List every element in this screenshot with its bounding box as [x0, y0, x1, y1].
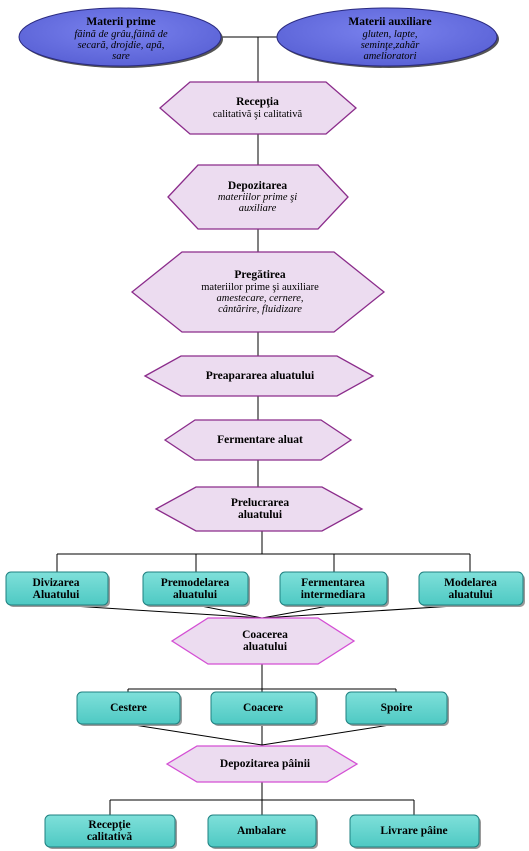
pregatirea-title: Pregătirea [234, 269, 286, 282]
livrare-box [349, 814, 480, 848]
coacerea-line1: Coacerea [242, 628, 288, 641]
prelucrarea-hexagon [154, 486, 364, 532]
connector-branch2-merge-0 [127, 723, 263, 746]
connector-branch2-merge-2 [261, 723, 397, 746]
crestere-label: Cestere [77, 693, 180, 723]
divizarea-line1: Divizarea [32, 576, 80, 589]
crestere-text: Cestere [110, 701, 147, 714]
ambalare-label: Ambalare [208, 816, 315, 846]
livrare-label: Livrare pâine [350, 816, 478, 846]
spoire-box [345, 691, 448, 725]
coacerea-label: Coacerea aluatului [180, 624, 350, 658]
receptia-line1: calitativă şi calitativă [212, 108, 303, 120]
crestere-box [76, 691, 181, 725]
prelucrarea-label: Prelucrarea aluatului [175, 492, 345, 526]
ambalare-box [207, 814, 317, 848]
materii-prime-label: Materii prime făină de grâu,făină de sec… [22, 14, 220, 64]
fermentare-hexagon [163, 419, 353, 461]
fermentarea-line2: intermediara [300, 589, 366, 601]
connector-branch1-merge-2 [261, 604, 335, 619]
prelucrarea-line2: aluatului [237, 509, 283, 521]
connector-lines [56, 36, 471, 815]
depozitarea-painii-hexagon [165, 745, 359, 783]
materii-auxiliare-label: Materii auxiliare gluten, lapte, seminţe… [285, 14, 495, 64]
coacere-label: Coacere [211, 693, 315, 723]
premodelarea-line1: Premodelarea [160, 576, 230, 589]
fermentarea-label: Fermentarea intermediara [280, 574, 386, 604]
fermentarea-box [279, 571, 388, 606]
divizarea-line2: Aluatului [32, 589, 80, 601]
premodelarea-label: Premodelarea aluatului [143, 574, 247, 604]
spoire-text: Spoire [380, 701, 413, 714]
fermentare-label: Fermentare aluat [175, 430, 345, 450]
prepararea-hexagon [143, 355, 375, 397]
depozitarea-line2: auxiliare [238, 203, 277, 215]
pregatirea-line2: amestecare, cernere, [216, 292, 304, 304]
fermentare-title: Fermentare aluat [217, 433, 303, 446]
connector-branch1-merge-1 [195, 604, 263, 619]
materii-auxiliare-line3: amelioratori [363, 50, 417, 62]
receptie-label: Recepţie calitativă [45, 816, 174, 846]
divizarea-box [5, 571, 109, 606]
receptia-label: Recepţia calitativă şi calitativă [180, 90, 335, 126]
materii-auxiliare-line2: seminţe,zahăr [360, 39, 420, 51]
pregatirea-line1: materiilor prime şi auxiliare [201, 281, 319, 293]
materii-auxiliare-title: Materii auxiliare [348, 16, 432, 29]
receptie-box [44, 814, 176, 848]
receptie-line2: calitativă [86, 831, 133, 843]
depozitarea-line1: materiilor prime şi [217, 192, 298, 204]
modelarea-box [418, 571, 524, 606]
depozitarea-title: Depozitarea [227, 179, 288, 192]
connector-branch1-merge-3 [261, 604, 471, 619]
divizarea-label: Divizarea Aluatului [6, 574, 106, 604]
materii-auxiliare-line1: gluten, lapte, [362, 28, 418, 40]
depozitarea-painii-label: Depozitarea pâinii [175, 752, 355, 776]
premodelarea-line2: aluatului [172, 589, 218, 601]
shapes-layer [5, 7, 525, 849]
materii-auxiliare-ellipse [276, 7, 498, 67]
prepararea-label: Preapararea aluatului [160, 366, 360, 386]
pregatirea-line3: cântărire, fluidizare [218, 303, 302, 315]
coacere-box [210, 691, 317, 725]
materii-prime-line3: sare [112, 50, 130, 62]
receptie-line1: Recepţie [88, 818, 131, 831]
depozitarea-painii-text: Depozitarea pâinii [219, 757, 311, 770]
modelarea-line1: Modelarea [444, 576, 497, 589]
premodelarea-box [142, 571, 249, 606]
prepararea-title: Preapararea aluatului [205, 369, 315, 382]
receptia-title: Recepţia [236, 96, 279, 109]
coacerea-line2: aluatului [242, 641, 288, 653]
connector-branch1-merge-0 [56, 604, 263, 619]
modelarea-label: Modelarea aluatului [419, 574, 522, 604]
materii-prime-ellipse [18, 7, 222, 67]
livrare-text: Livrare pâine [380, 824, 448, 837]
spoire-label: Spoire [346, 693, 447, 723]
pregatirea-label: Pregătirea materiilor prime şi auxiliare… [170, 266, 350, 318]
pregatirea-hexagon [130, 251, 386, 333]
materii-prime-title: Materii prime [86, 16, 156, 29]
ambalare-text: Ambalare [237, 824, 286, 837]
depozitarea-hexagon [167, 164, 349, 230]
modelarea-line2: aluatului [448, 589, 493, 601]
materii-prime-line2: secară, drojdie, apă, [77, 39, 165, 51]
coacerea-hexagon [170, 617, 356, 665]
depozitarea-label: Depozitarea materiilor prime şi auxiliar… [180, 174, 335, 220]
prelucrarea-line1: Prelucrarea [230, 496, 290, 509]
receptia-hexagon [159, 81, 357, 135]
coacere-text: Coacere [242, 701, 283, 714]
fermentarea-line1: Fermentarea [301, 576, 365, 589]
materii-prime-line1: făină de grâu,făină de [74, 28, 168, 40]
